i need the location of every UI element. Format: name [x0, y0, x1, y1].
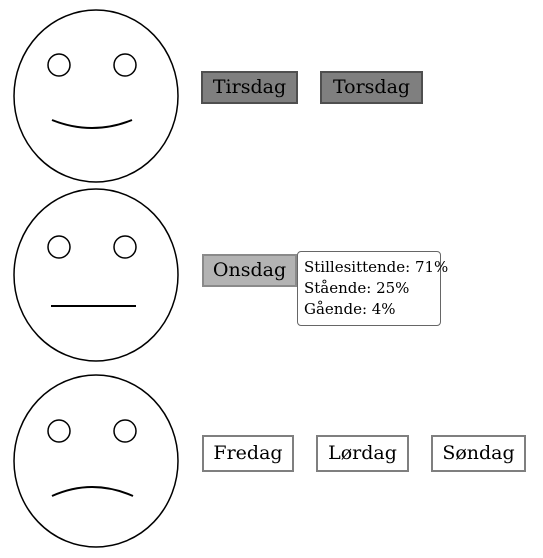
sad-face-icon [0, 368, 200, 558]
day-button-onsdag[interactable]: Onsdag [202, 254, 297, 287]
day-button-fredag[interactable]: Fredag [202, 435, 294, 472]
tooltip-line-standing: Stående: 25% [304, 279, 410, 297]
day-button-tirsdag[interactable]: Tirsdag [201, 71, 298, 104]
day-button-sondag[interactable]: Søndag [431, 435, 526, 472]
tooltip-line-sedentary: Stillesittende: 71% [304, 258, 449, 276]
activity-tooltip: Stillesittende: 71% Stående: 25% Gående:… [297, 251, 449, 326]
happy-face-icon [0, 0, 200, 190]
day-button-torsdag[interactable]: Torsdag [320, 71, 423, 104]
tooltip-line-walking: Gående: 4% [304, 300, 396, 318]
day-button-lordag[interactable]: Lørdag [316, 435, 409, 472]
neutral-face-icon [0, 184, 200, 374]
